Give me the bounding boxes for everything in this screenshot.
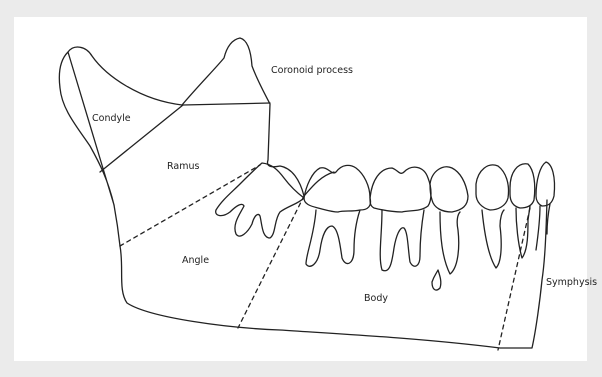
premolar-two [476,165,509,268]
unerupted-molar [216,163,304,238]
first-molar [304,165,371,266]
lower-border [114,205,120,246]
body-label: Body [364,293,388,304]
angle-body-boundary-line [238,196,304,328]
symphysis-label: Symphysis [546,277,597,288]
ramus-label: Ramus [167,161,199,172]
symphysis-boundary-line [498,208,530,350]
angle-label: Angle [182,255,209,266]
coronoid-process-label: Coronoid process [271,65,353,76]
second-molar [370,167,431,271]
mental-foramen [432,270,441,290]
canine [510,164,535,258]
mandible-outline [59,38,547,348]
condyle-label: Condyle [92,113,131,124]
premolar-one [430,167,468,274]
condyle-boundary [183,103,270,105]
